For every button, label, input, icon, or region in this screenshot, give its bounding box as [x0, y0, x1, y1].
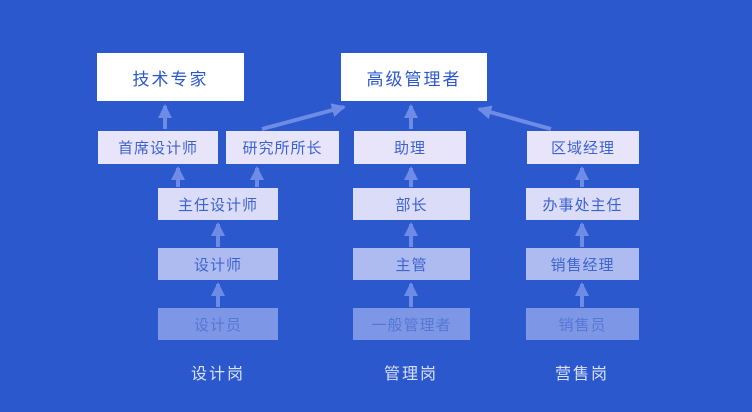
arrow-regional-manager-to-senior-manager — [477, 105, 552, 131]
node-assistant: 助理 — [354, 131, 466, 164]
node-institute-director: 研究所所长 — [226, 131, 339, 164]
node-designer: 设计师 — [158, 248, 278, 280]
node-minister: 部长 — [353, 188, 470, 220]
node-design-staff: 设计员 — [158, 308, 278, 340]
column-label-sales-post: 营售岗 — [554, 364, 610, 383]
node-salesperson: 销售员 — [526, 308, 639, 340]
arrow-institute-director-to-senior-manager — [261, 103, 346, 131]
column-label-management-post: 管理岗 — [383, 364, 439, 383]
node-supervisor: 主管 — [353, 248, 470, 280]
node-senior-manager: 高级管理者 — [341, 53, 487, 101]
node-tech-expert: 技术专家 — [97, 53, 244, 101]
column-label-design-post: 设计岗 — [190, 364, 246, 383]
node-chief-designer: 首席设计师 — [98, 131, 218, 164]
node-sales-manager: 销售经理 — [526, 248, 639, 280]
node-regional-manager: 区域经理 — [527, 131, 639, 164]
node-director-designer: 主任设计师 — [158, 188, 278, 220]
node-office-director: 办事处主任 — [526, 188, 639, 220]
node-general-manager: 一般管理者 — [353, 308, 470, 340]
